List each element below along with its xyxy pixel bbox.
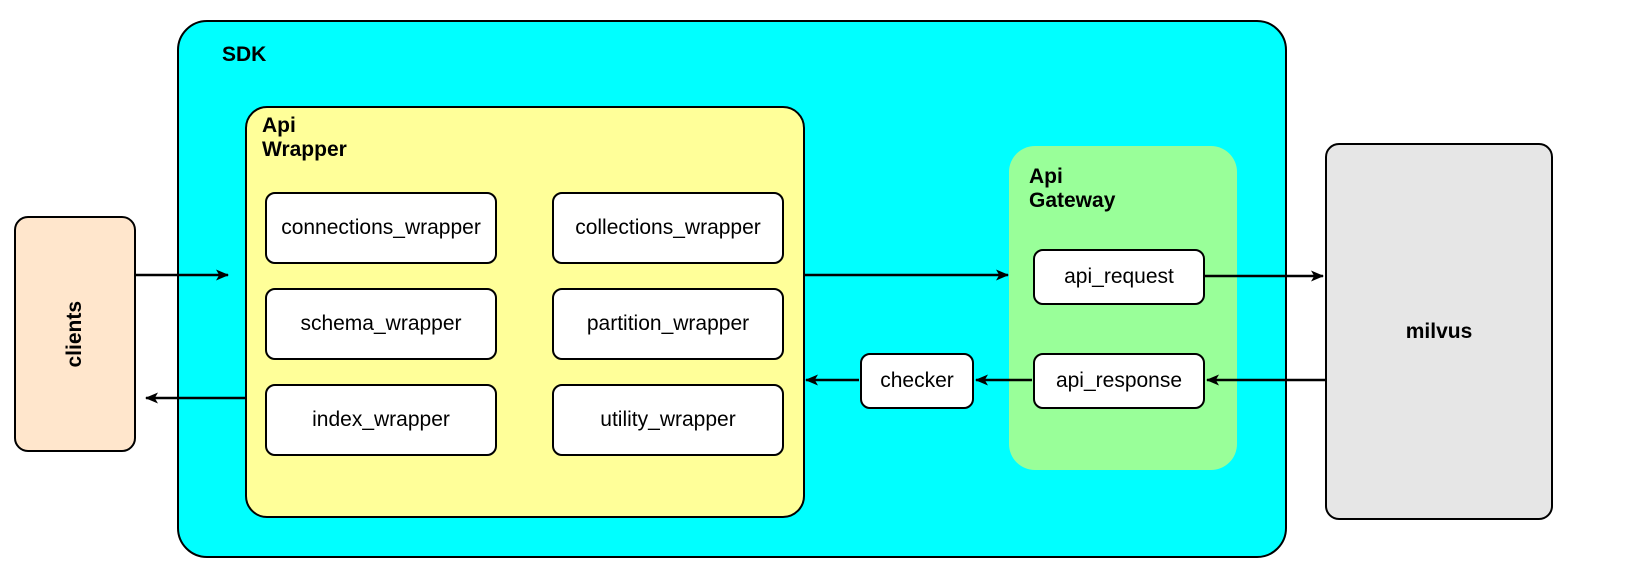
node-collections-wrapper[interactable]: collections_wrapper <box>552 192 784 264</box>
node-index-wrapper[interactable]: index_wrapper <box>265 384 497 456</box>
region-api-gateway[interactable] <box>1009 146 1237 470</box>
node-connections-wrapper[interactable]: connections_wrapper <box>265 192 497 264</box>
node-api-request[interactable]: api_request <box>1033 249 1205 305</box>
node-api-response[interactable]: api_response <box>1033 353 1205 409</box>
node-partition-wrapper[interactable]: partition_wrapper <box>552 288 784 360</box>
node-utility-wrapper[interactable]: utility_wrapper <box>552 384 784 456</box>
node-clients-label: clients <box>63 300 86 368</box>
node-clients[interactable]: clients <box>14 216 136 452</box>
node-checker[interactable]: checker <box>860 353 974 409</box>
node-schema-wrapper[interactable]: schema_wrapper <box>265 288 497 360</box>
node-milvus[interactable]: milvus <box>1325 143 1553 520</box>
region-api-gateway-label: Api Gateway <box>1029 165 1116 212</box>
region-sdk-label: SDK <box>222 43 267 66</box>
region-api-wrapper-label: Api Wrapper <box>262 114 347 161</box>
